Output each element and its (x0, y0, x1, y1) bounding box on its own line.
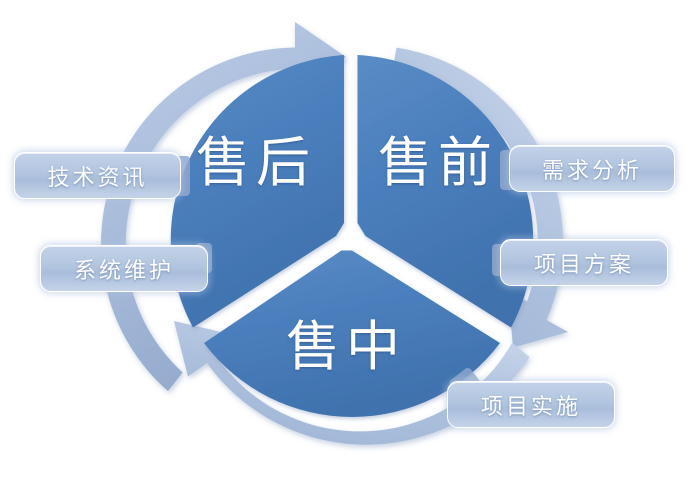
segment-presale (357, 55, 534, 328)
arrow-top-arc (101, 22, 346, 391)
callout-label-project-implementation: 项目实施 (480, 393, 581, 419)
inner-segments (170, 55, 534, 418)
callout-label-system-maintenance: 系统维护 (73, 257, 174, 283)
callout-project-implementation[interactable]: 项目实施 (447, 381, 615, 428)
segment-insale (204, 250, 500, 418)
segment-aftersale (170, 55, 344, 328)
callout-system-maintenance[interactable]: 系统维护 (40, 245, 208, 292)
callout-label-demand-analysis: 需求分析 (541, 157, 642, 183)
callout-label-tech-info: 技术资讯 (47, 164, 148, 190)
arrow-bottom-arc (174, 321, 530, 445)
callout-label-project-plan: 项目方案 (533, 251, 634, 277)
callout-tech-info[interactable]: 技术资讯 (14, 152, 181, 199)
arrow-right-arc (393, 47, 568, 348)
outer-arrow-ring (101, 22, 568, 445)
callout-project-plan[interactable]: 项目方案 (500, 239, 668, 286)
callout-demand-analysis[interactable]: 需求分析 (509, 145, 675, 192)
